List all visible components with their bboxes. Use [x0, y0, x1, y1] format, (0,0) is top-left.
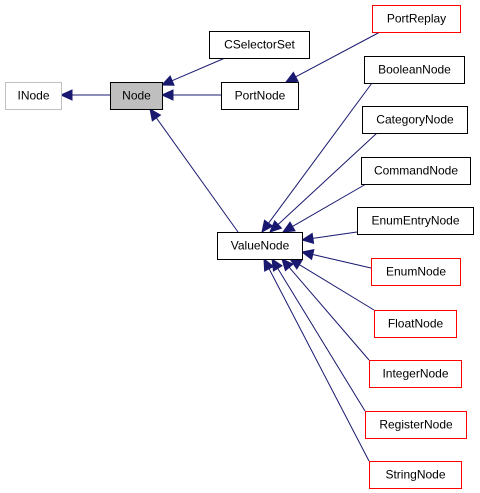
node-box-cselector-set [209, 31, 310, 59]
node-box-string-node [369, 461, 462, 489]
edge-integer-node-to-value-node [288, 267, 370, 361]
arrowhead-enum-node-to-value-node [300, 248, 315, 261]
edge-category-node-to-value-node [277, 132, 378, 225]
node-label-register-node: RegisterNode [379, 418, 453, 432]
node-cselector-set[interactable]: CSelectorSet [209, 31, 310, 59]
node-label-float-node: FloatNode [388, 317, 444, 331]
node-box-boolean-node [364, 56, 465, 84]
node-label-port-node: PortNode [235, 89, 286, 103]
node-value-node[interactable]: ValueNode [217, 232, 303, 260]
edge-layer [59, 31, 381, 462]
node-command-node[interactable]: CommandNode [361, 157, 471, 185]
node-box-float-node [374, 310, 457, 338]
node-label-command-node: CommandNode [374, 164, 458, 178]
node-box-integer-node [369, 360, 462, 388]
node-box-inode [5, 82, 62, 110]
node-port-node[interactable]: PortNode [221, 82, 299, 110]
node-box-register-node [365, 411, 467, 439]
arrowhead-port-replay-to-port-node [284, 71, 299, 83]
node-label-string-node: StringNode [385, 468, 445, 482]
node-box-value-node [217, 232, 303, 260]
arrowhead-enum-entry-node-to-value-node [300, 232, 315, 245]
arrowhead-string-node-to-value-node [263, 257, 275, 272]
node-box-enum-entry-node [357, 207, 474, 235]
edge-command-node-to-value-node [292, 183, 367, 227]
edge-string-node-to-value-node [268, 268, 370, 462]
edge-value-node-to-node [155, 117, 239, 233]
node-label-enum-entry-node: EnumEntryNode [371, 214, 459, 228]
node-box-category-node [362, 106, 468, 134]
node-register-node[interactable]: RegisterNode [365, 411, 467, 439]
node-label-port-replay: PortReplay [387, 12, 446, 26]
arrowhead-node-to-inode [59, 89, 73, 101]
arrowhead-cselector-set-to-node [160, 75, 175, 86]
node-label-cselector-set: CSelectorSet [224, 38, 295, 52]
node-category-node[interactable]: CategoryNode [362, 106, 468, 134]
node-label-node: Node [122, 89, 151, 103]
node-box-node [110, 82, 163, 110]
node-box-port-node [221, 82, 299, 110]
node-float-node[interactable]: FloatNode [374, 310, 457, 338]
node-enum-entry-node[interactable]: EnumEntryNode [357, 207, 474, 235]
arrowhead-category-node-to-value-node [269, 219, 283, 233]
edge-register-node-to-value-node [277, 268, 366, 412]
node-label-inode: INode [17, 89, 49, 103]
node-label-enum-node: EnumNode [386, 265, 446, 279]
edge-port-replay-to-port-node [295, 31, 381, 78]
node-port-replay[interactable]: PortReplay [372, 5, 461, 33]
edge-enum-entry-node-to-value-node [312, 231, 358, 239]
node-label-value-node: ValueNode [231, 239, 290, 253]
node-node: Node [110, 82, 163, 110]
node-label-boolean-node: BooleanNode [378, 63, 451, 77]
arrowhead-port-node-to-node [160, 89, 174, 101]
arrowhead-command-node-to-value-node [281, 221, 296, 233]
edge-cselector-set-to-node [171, 57, 226, 82]
edge-enum-node-to-value-node [312, 253, 372, 269]
arrowhead-register-node-to-value-node [271, 257, 283, 272]
node-label-integer-node: IntegerNode [382, 367, 448, 381]
arrowhead-boolean-node-to-value-node [261, 219, 274, 233]
node-label-category-node: CategoryNode [376, 113, 454, 127]
node-string-node[interactable]: StringNode [369, 461, 462, 489]
node-box-enum-node [371, 258, 461, 286]
edge-float-node-to-value-node [299, 264, 375, 311]
node-box-port-replay [372, 5, 461, 33]
node-inode[interactable]: INode [5, 82, 62, 110]
node-boolean-node[interactable]: BooleanNode [364, 56, 465, 84]
node-enum-node[interactable]: EnumNode [371, 258, 461, 286]
arrowhead-integer-node-to-value-node [281, 258, 294, 272]
arrowhead-value-node-to-node [149, 108, 162, 122]
node-integer-node[interactable]: IntegerNode [369, 360, 462, 388]
node-box-command-node [361, 157, 471, 185]
edge-boolean-node-to-value-node [268, 82, 373, 224]
